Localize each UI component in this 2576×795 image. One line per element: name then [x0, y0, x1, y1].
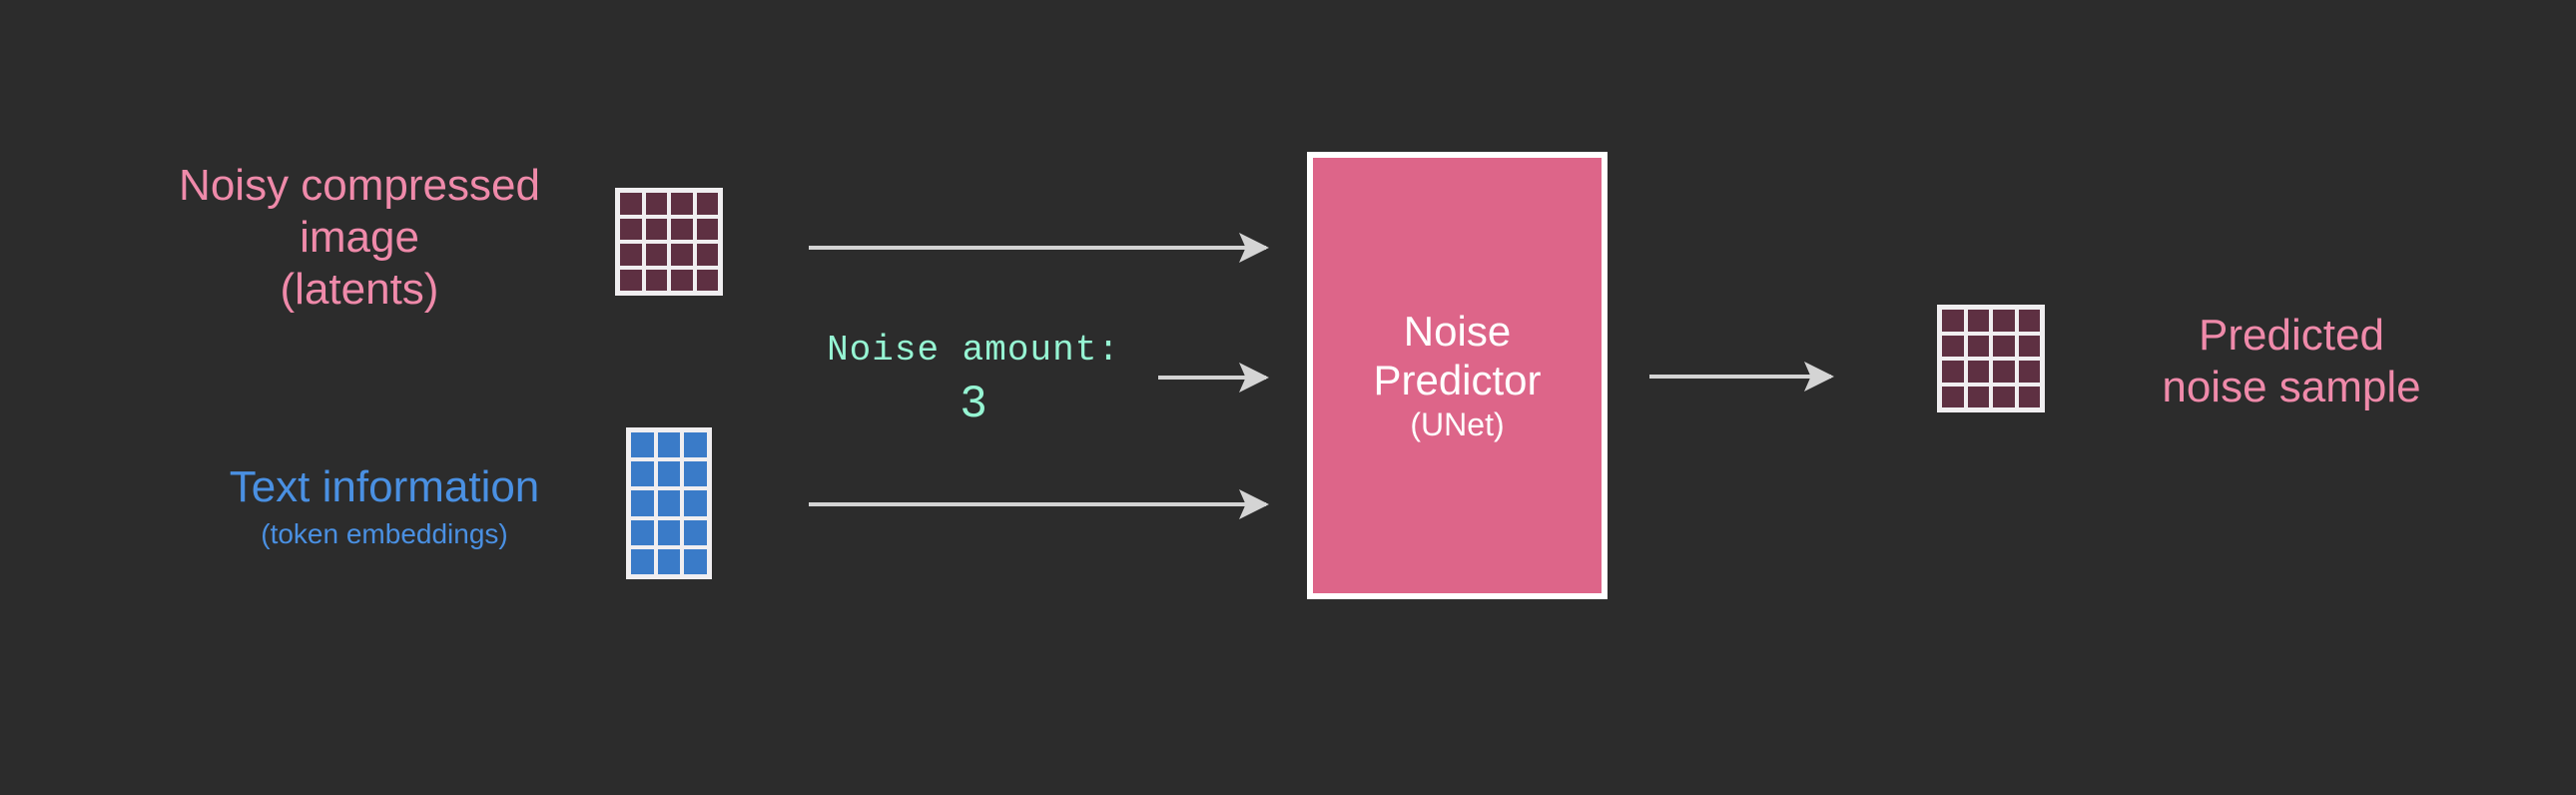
- noise-predictor-title: Noise Predictor: [1373, 308, 1541, 404]
- grid-cell: [657, 519, 681, 545]
- grid-cell: [1967, 335, 1989, 357]
- grid-cell: [671, 244, 693, 266]
- noise-amount-title: Noise amount:: [827, 330, 1120, 371]
- predicted-noise-label: Predicted noise sample: [2082, 310, 2501, 413]
- latents-label-line3: (latents): [280, 264, 439, 314]
- grid-cell: [631, 490, 654, 516]
- grid-cell: [645, 269, 667, 291]
- latents-grid: [615, 188, 723, 296]
- grid-cell: [645, 218, 667, 240]
- grid-cell: [1993, 310, 2015, 332]
- grid-cell: [696, 244, 718, 266]
- predicted-noise-label-line1: Predicted: [2199, 311, 2384, 360]
- grid-cell: [684, 432, 707, 458]
- noise-predictor-title-line2: Predictor: [1373, 356, 1542, 403]
- latents-label: Noisy compressed image (latents): [110, 160, 609, 316]
- grid-cell: [1942, 335, 1964, 357]
- grid-cell: [1942, 361, 1964, 383]
- grid-cell: [696, 269, 718, 291]
- grid-cell: [2018, 386, 2040, 407]
- grid-cell: [671, 269, 693, 291]
- latents-label-line2: image: [300, 212, 419, 262]
- noise-amount-block: Noise amount: 3: [789, 330, 1158, 430]
- grid-cell: [620, 218, 642, 240]
- grid-cell: [1942, 310, 1964, 332]
- grid-cell: [684, 490, 707, 516]
- grid-cell: [1993, 386, 2015, 407]
- grid-cell: [684, 548, 707, 574]
- grid-cell: [657, 548, 681, 574]
- latents-label-line1: Noisy compressed: [179, 161, 540, 210]
- grid-cell: [620, 269, 642, 291]
- text-information-label-sub: (token embeddings): [261, 517, 508, 549]
- grid-cell: [645, 193, 667, 215]
- grid-cell: [671, 193, 693, 215]
- grid-cell: [671, 218, 693, 240]
- grid-cell: [657, 461, 681, 487]
- grid-cell: [684, 519, 707, 545]
- grid-cell: [657, 490, 681, 516]
- grid-cell: [645, 244, 667, 266]
- grid-cell: [1942, 386, 1964, 407]
- grid-cell: [631, 519, 654, 545]
- grid-cell: [2018, 335, 2040, 357]
- grid-cell: [1967, 310, 1989, 332]
- grid-cell: [631, 432, 654, 458]
- grid-cell: [631, 461, 654, 487]
- noise-predictor-title-line1: Noise: [1403, 307, 1512, 355]
- predicted-noise-label-line2: noise sample: [2162, 362, 2421, 411]
- grid-cell: [684, 461, 707, 487]
- grid-cell: [1967, 361, 1989, 383]
- grid-cell: [1993, 361, 2015, 383]
- noise-amount-value: 3: [960, 379, 987, 430]
- grid-cell: [620, 193, 642, 215]
- token-embeddings-grid: [626, 427, 712, 579]
- grid-cell: [1967, 386, 1989, 407]
- noise-predictor-subtitle: (UNet): [1410, 406, 1505, 443]
- predicted-noise-grid: [1937, 305, 2045, 412]
- grid-cell: [696, 218, 718, 240]
- text-information-label-main: Text information: [229, 462, 540, 511]
- grid-cell: [631, 548, 654, 574]
- grid-cell: [657, 432, 681, 458]
- noise-predictor-unet-box: Noise Predictor (UNet): [1307, 152, 1608, 599]
- grid-cell: [696, 193, 718, 215]
- grid-cell: [1993, 335, 2015, 357]
- grid-cell: [2018, 361, 2040, 383]
- grid-cell: [2018, 310, 2040, 332]
- grid-cell: [620, 244, 642, 266]
- text-information-label: Text information (token embeddings): [150, 461, 619, 550]
